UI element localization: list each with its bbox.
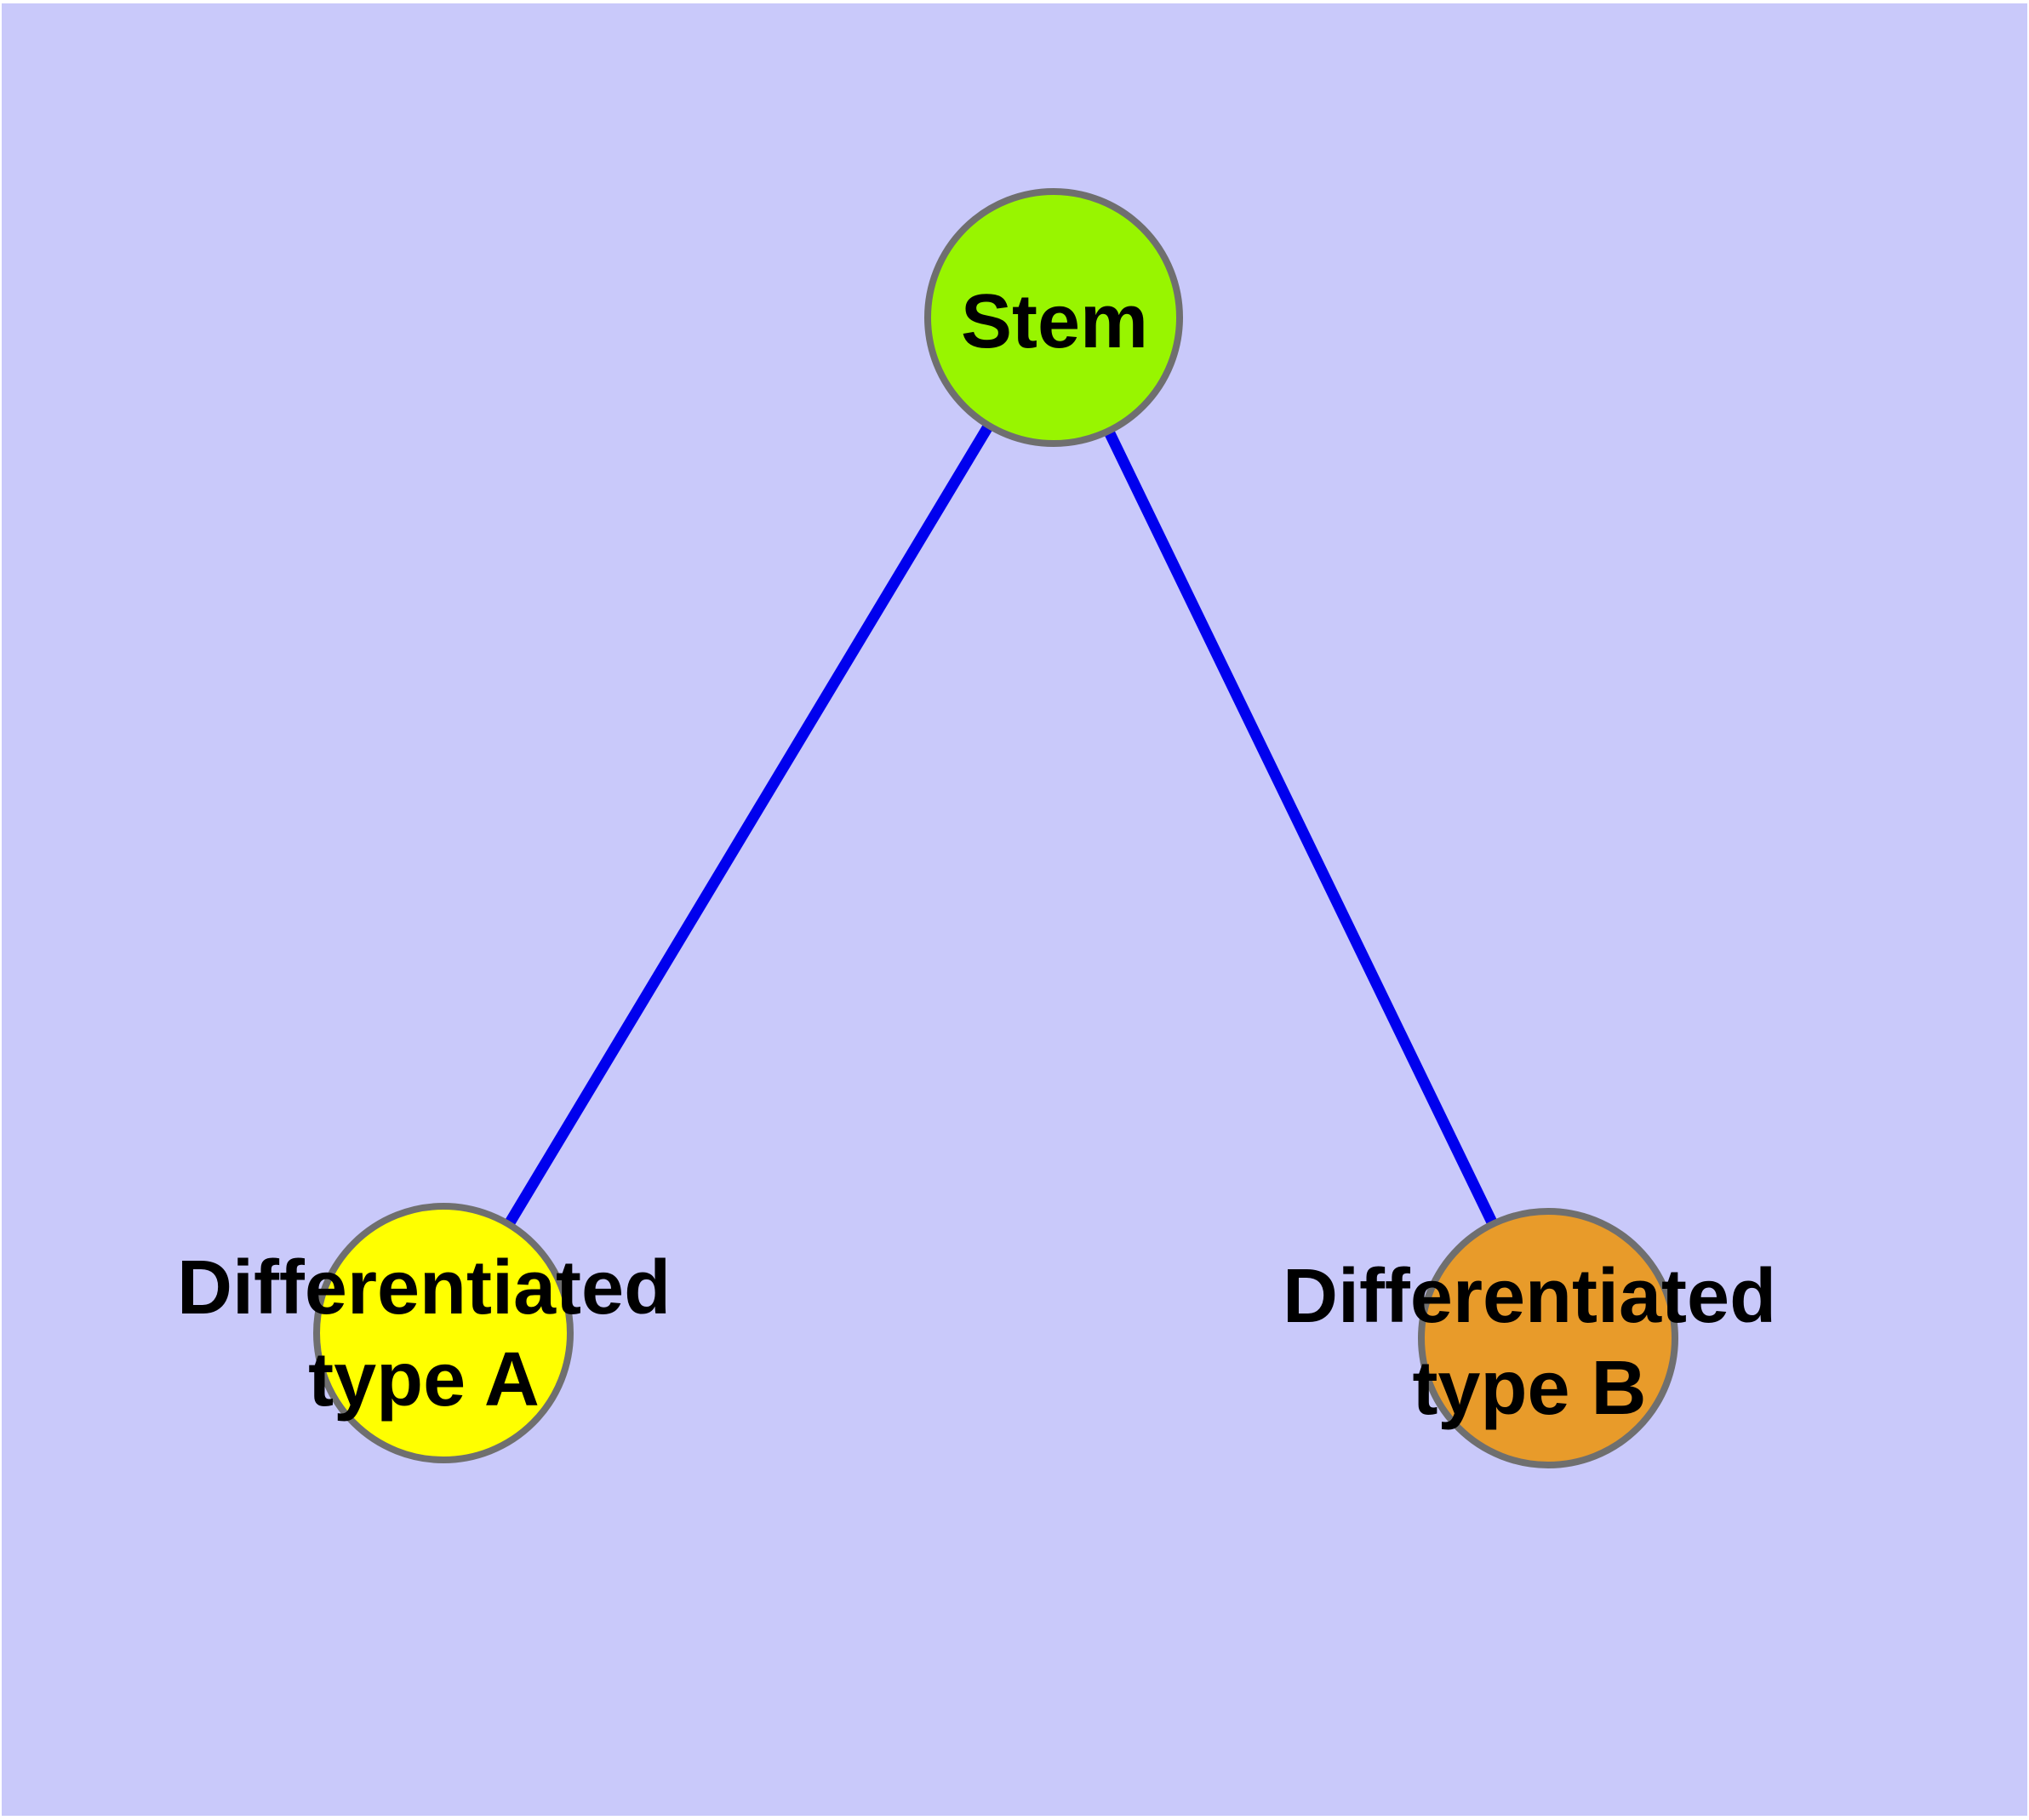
node-differentiated-type-a <box>313 1203 574 1463</box>
node-stem-label: Stem <box>960 279 1149 364</box>
node-differentiated-type-b-label: Differentiated type B <box>1282 1254 1777 1431</box>
node-stem <box>924 188 1183 447</box>
edge-stem-to-type-a <box>438 314 1059 1336</box>
node-differentiated-type-b <box>1418 1208 1678 1468</box>
node-differentiated-type-a-label: Differentiated type A <box>176 1245 672 1422</box>
edge-stem-to-type-b <box>1049 315 1553 1341</box>
